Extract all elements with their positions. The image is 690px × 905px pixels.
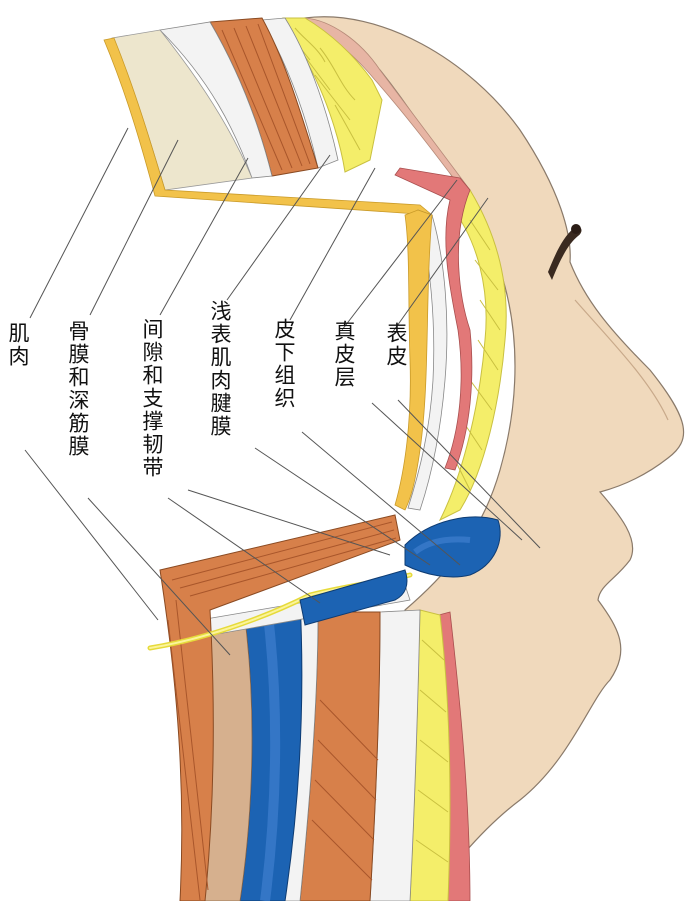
leader-line-subcut (290, 168, 375, 320)
label-muscle: 肌肉 (6, 322, 30, 368)
leader-line-muscle (25, 450, 158, 620)
label-periosteum-deep-fascia: 骨膜和深筋膜 (66, 320, 90, 458)
label-space-retaining-ligament: 间隙和支撑韧带 (140, 318, 164, 479)
leader-line-periosteum (90, 140, 178, 315)
label-subcutaneous: 皮下组织 (272, 318, 296, 410)
label-smas: 浅表肌肉腱膜 (208, 300, 232, 438)
label-dermis: 真皮层 (332, 320, 356, 389)
label-epidermis: 表皮 (384, 322, 408, 368)
leader-line-muscle-top (30, 128, 128, 318)
